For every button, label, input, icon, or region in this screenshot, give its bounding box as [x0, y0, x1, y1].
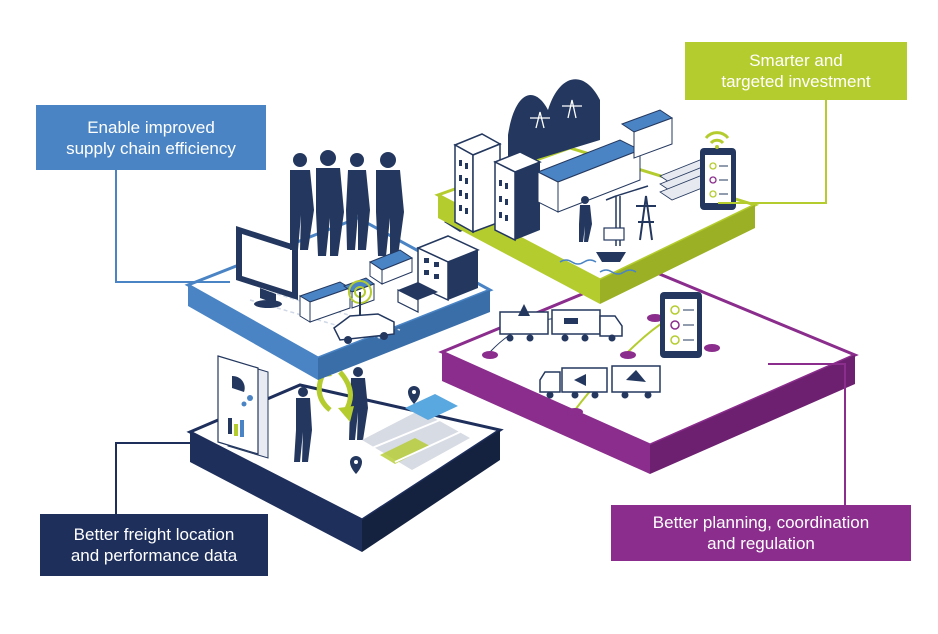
map-icon [362, 394, 470, 470]
label-planning-coordination-regulation: Better planning, coordination and regula… [611, 505, 911, 561]
port-crane-icon [603, 185, 649, 246]
truck-icon [539, 365, 661, 399]
navy-platform [186, 355, 504, 552]
truck-icon [298, 277, 376, 323]
wifi-icon [704, 131, 730, 149]
city-buildings-icon [453, 133, 542, 242]
mountains-icon [508, 79, 600, 168]
green-platform [434, 79, 760, 304]
worker-icon [579, 196, 592, 242]
label-line: and performance data [70, 546, 238, 565]
train-icon [368, 249, 414, 285]
tablet-icon [700, 148, 736, 210]
business-people-icon [290, 150, 404, 256]
label-targeted-investment: Smarter and targeted investment [685, 42, 907, 100]
computer-monitor-icon [236, 226, 298, 308]
analytics-report-icon [217, 355, 269, 459]
blue-platform [184, 150, 494, 380]
purple-platform [438, 266, 859, 474]
connector-lines [115, 100, 846, 514]
label-line: Enable improved [87, 117, 215, 137]
label-line: Better planning, coordination [652, 513, 870, 532]
label-line: and regulation [707, 534, 815, 553]
signal-icon [348, 280, 372, 318]
documents-icon [659, 159, 713, 201]
label-line: supply chain efficiency [66, 138, 236, 158]
location-pin-icon [350, 386, 420, 474]
label-freight-location-data: Better freight location and performance … [40, 514, 268, 576]
power-pylon-icon [530, 99, 656, 241]
tablet-checklist-icon [660, 292, 702, 358]
truck-icon [499, 304, 623, 342]
truck-icon [536, 109, 674, 213]
label-line: Better freight location [73, 525, 235, 544]
people-icon [294, 367, 368, 462]
label-line: Smarter and [749, 51, 843, 70]
ship-icon [559, 252, 637, 275]
label-line: targeted investment [721, 72, 871, 91]
label-supply-chain-efficiency: Enable improved supply chain efficiency [36, 105, 266, 170]
car-icon [333, 313, 395, 344]
